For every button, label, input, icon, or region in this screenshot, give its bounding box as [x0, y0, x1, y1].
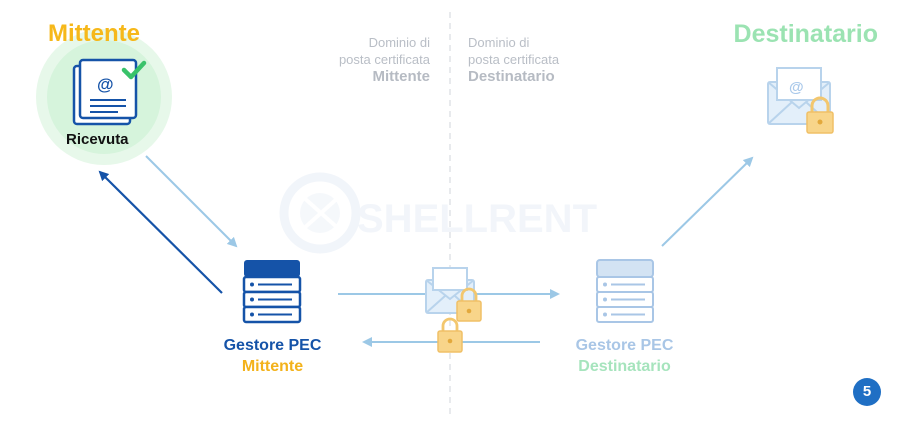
check-icon	[121, 60, 147, 80]
shellrent-logo-icon: SHELLRENT	[279, 172, 597, 254]
server-right-line1: Gestore PEC	[575, 337, 674, 354]
watermark-text: SHELLRENT	[357, 197, 597, 241]
server-right-label: Gestore PEC Destinatario	[552, 335, 697, 377]
return-padlock-icon	[437, 317, 463, 353]
recipient-domain-line1: Dominio di	[468, 35, 530, 50]
server-left-line2: Mittente	[241, 358, 304, 375]
sender-domain-line3: Mittente	[372, 68, 431, 85]
arrow-sender-to-gestore	[145, 155, 238, 248]
sender-domain-label: Dominio di posta certificata Mittente	[339, 34, 430, 85]
receipt-label: Ricevuta	[66, 131, 129, 148]
svg-text:@: @	[789, 79, 804, 96]
server-left-icon	[242, 260, 302, 324]
receipt-group: @	[36, 29, 172, 165]
arrow-to-recipient	[661, 156, 754, 247]
server-right-line2: Destinatario	[578, 358, 671, 375]
sender-domain-line1: Dominio di	[368, 35, 430, 50]
page-number-badge: 5	[853, 378, 881, 406]
server-right-icon	[596, 259, 654, 323]
sender-title: Mittente	[48, 20, 140, 47]
recipient-domain-line2: posta certificata	[468, 52, 560, 67]
recipient-domain-label: Dominio di posta certificata Destinatari…	[468, 34, 559, 85]
recipient-domain-line3: Destinatario	[468, 68, 555, 85]
server-left-line1: Gestore PEC	[223, 337, 322, 354]
sender-domain-line2: posta certificata	[338, 52, 430, 67]
transit-padlock-icon	[456, 287, 482, 322]
receipt-document-icon: @	[72, 58, 138, 126]
at-sign-icon: @	[97, 75, 114, 94]
recipient-padlock-icon	[806, 96, 834, 134]
arrow-receipt-return	[98, 170, 223, 294]
recipient-title: Destinatario	[733, 20, 878, 48]
server-left-label: Gestore PEC Mittente	[200, 335, 345, 377]
